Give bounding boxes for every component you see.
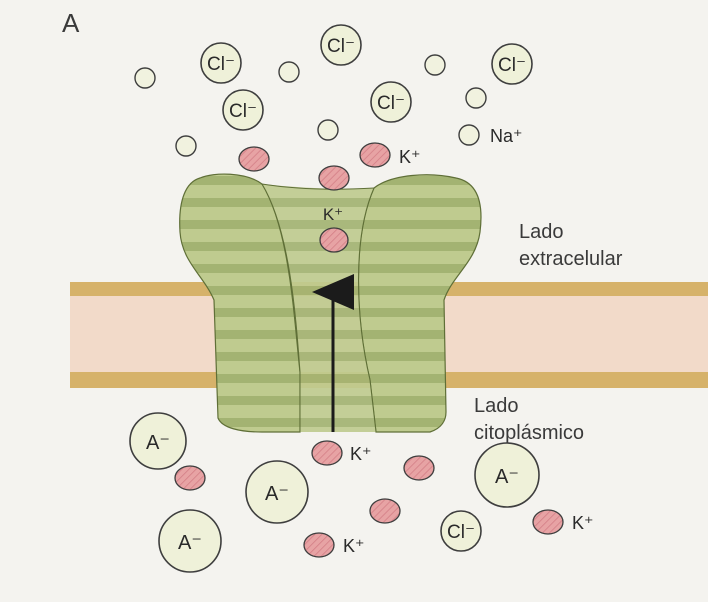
potassium-ion [370,499,400,523]
potassium-label-lower-bottom: K⁺ [343,536,365,556]
potassium-ion [304,533,334,557]
small-ion [279,62,299,82]
chloride-label: Cl⁻ [498,55,526,76]
potassium-label-lower-right: K⁺ [572,513,594,533]
potassium-label-lower-center: K⁺ [350,444,372,464]
chloride-label: Cl⁻ [207,54,235,75]
potassium-ion [175,466,205,490]
chloride-ion: Cl⁻ [371,82,411,122]
chloride-label: Cl⁻ [327,36,355,57]
potassium-ion [360,143,390,167]
sodium-ion: Na⁺ [459,125,523,146]
chloride-ion: Cl⁻ [492,44,532,84]
anion-label: A⁻ [495,466,519,488]
extracellular-label-line1: Lado [519,221,564,243]
anion: A⁻ [475,443,539,507]
small-ion [466,88,486,108]
chloride-ion: Cl⁻ [223,90,263,130]
panel-letter: A [62,8,80,38]
anion-label: A⁻ [146,432,170,454]
extracellular-label-line2: extracelular [519,248,623,270]
potassium-ion [533,510,563,534]
cytoplasmic-label-line2: citoplásmico [474,422,584,444]
potassium-label-top: K⁺ [399,147,421,167]
potassium-ion [319,166,349,190]
sodium-label: Na⁺ [490,126,523,146]
anion: A⁻ [246,461,308,523]
potassium-label-pore: K⁺ [323,205,343,224]
small-ion [318,120,338,140]
small-ion [135,68,155,88]
chloride-label: Cl⁻ [377,93,405,114]
cytoplasmic-label-line1: Lado [474,395,519,417]
anion-label: A⁻ [178,532,202,554]
potassium-ion [404,456,434,480]
anion-label: A⁻ [265,483,289,505]
anion: A⁻ [130,413,186,469]
chloride-ion: Cl⁻ [321,25,361,65]
small-ion [176,136,196,156]
chloride-label: Cl⁻ [229,101,257,122]
chloride-ion: Cl⁻ [201,43,241,83]
chloride-ion-lower: Cl⁻ [441,511,481,551]
potassium-ion-in-pore [320,228,348,252]
potassium-ion [239,147,269,171]
anion: A⁻ [159,510,221,572]
potassium-ion [312,441,342,465]
chloride-label: Cl⁻ [447,522,475,543]
small-ion [425,55,445,75]
